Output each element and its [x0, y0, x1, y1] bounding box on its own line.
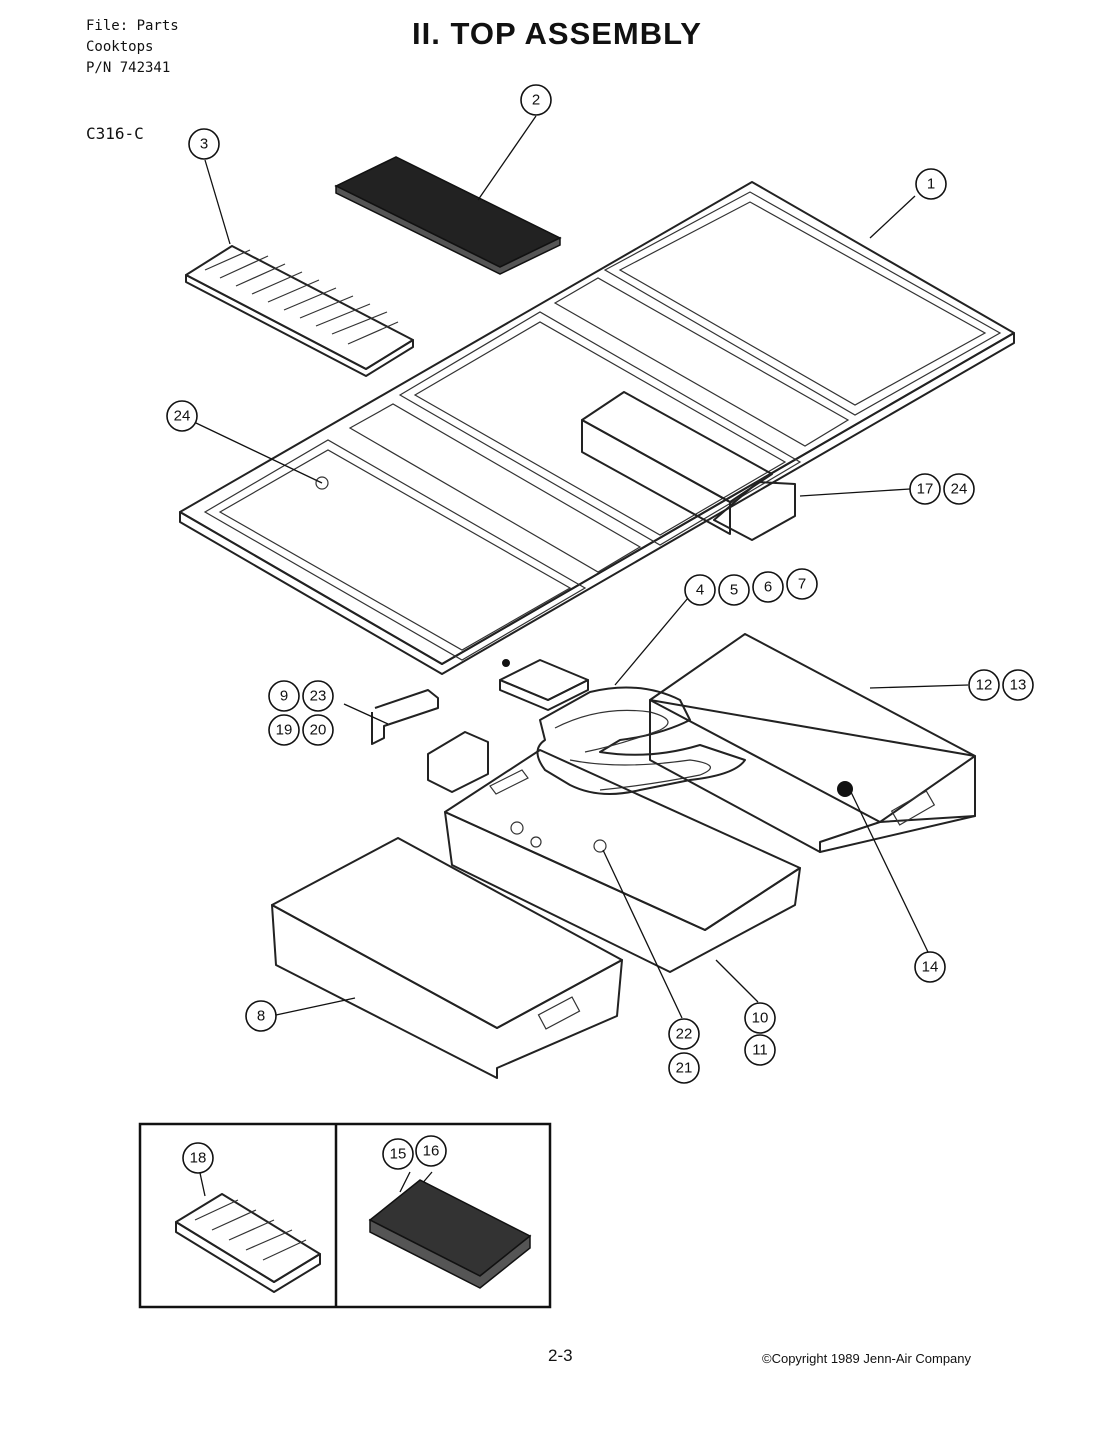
callout-label: 6 [764, 579, 772, 596]
callout-label: 7 [798, 576, 806, 593]
cooktop-frame [179, 181, 1015, 675]
callout-4: 4 [684, 574, 716, 606]
grille-part [185, 245, 414, 377]
callout-19: 19 [268, 714, 300, 746]
terminal-block [499, 659, 589, 711]
callout-12: 12 [968, 669, 1000, 701]
page-number: 2-3 [548, 1346, 573, 1365]
callout-24-left: 24 [166, 400, 198, 432]
callout-label: 17 [917, 481, 934, 498]
callout-label: 9 [280, 688, 288, 705]
callout-label: 21 [676, 1060, 693, 1077]
callout-label: 24 [174, 408, 191, 425]
grill-grate [175, 1193, 321, 1293]
file-line: File: Parts [86, 18, 179, 34]
callout-label: 22 [676, 1026, 693, 1043]
callout-6: 6 [752, 571, 784, 603]
filter-part [334, 156, 562, 275]
callout-7: 7 [786, 568, 818, 600]
file-info: File: Parts Cooktops P/N 742341 [86, 16, 179, 79]
callout-11: 11 [744, 1034, 776, 1066]
callout-label: 16 [423, 1143, 440, 1160]
wire-box [581, 391, 796, 541]
right-pan [649, 633, 976, 853]
callout-label: 3 [200, 136, 208, 153]
copyright-notice: ©Copyright 1989 Jenn-Air Company [762, 1351, 972, 1366]
callout-label: 20 [310, 722, 327, 739]
callout-16: 16 [415, 1135, 447, 1167]
callout-20: 20 [302, 714, 334, 746]
callout-18: 18 [182, 1142, 214, 1174]
callout-1: 1 [915, 168, 947, 200]
left-pan [271, 837, 623, 1079]
callout-label: 4 [696, 582, 704, 599]
callout-2: 2 [520, 84, 552, 116]
page-title: II. TOP ASSEMBLY [412, 16, 702, 51]
callout-label: 23 [310, 688, 327, 705]
callout-13: 13 [1002, 669, 1034, 701]
leader-lines [195, 115, 969, 1019]
category-line: Cooktops [86, 39, 154, 55]
callout-label: 5 [730, 582, 738, 599]
inset-box [138, 1122, 552, 1309]
model-number: C316-C [86, 124, 144, 143]
callout-24-right: 24 [943, 473, 975, 505]
callout-label: 15 [390, 1146, 407, 1163]
callout-22: 22 [668, 1018, 700, 1050]
callout-8: 8 [245, 1000, 277, 1032]
part-number-line: P/N 742341 [86, 60, 171, 76]
callout-label: 1 [927, 176, 935, 193]
callout-label: 24 [951, 481, 968, 498]
heating-element [536, 686, 746, 795]
callout-9: 9 [268, 680, 300, 712]
callout-23: 23 [302, 680, 334, 712]
callout-label: 2 [532, 92, 540, 109]
callout-label: 18 [190, 1150, 207, 1167]
callout-label: 19 [276, 722, 293, 739]
grill-rocks [368, 1179, 532, 1289]
middle-pan [444, 749, 801, 973]
callout-21: 21 [668, 1052, 700, 1084]
callout-label: 10 [752, 1010, 769, 1027]
callout-label: 8 [257, 1008, 265, 1025]
callout-label: 11 [752, 1042, 768, 1059]
callout-3: 3 [188, 128, 220, 160]
callout-17: 17 [909, 473, 941, 505]
bracket [371, 689, 489, 793]
callout-label: 13 [1010, 677, 1027, 694]
callout-5: 5 [718, 574, 750, 606]
callout-10: 10 [744, 1002, 776, 1034]
callout-label: 12 [976, 677, 993, 694]
callout-label: 14 [922, 959, 939, 976]
callout-15: 15 [382, 1138, 414, 1170]
callout-14: 14 [914, 951, 946, 983]
